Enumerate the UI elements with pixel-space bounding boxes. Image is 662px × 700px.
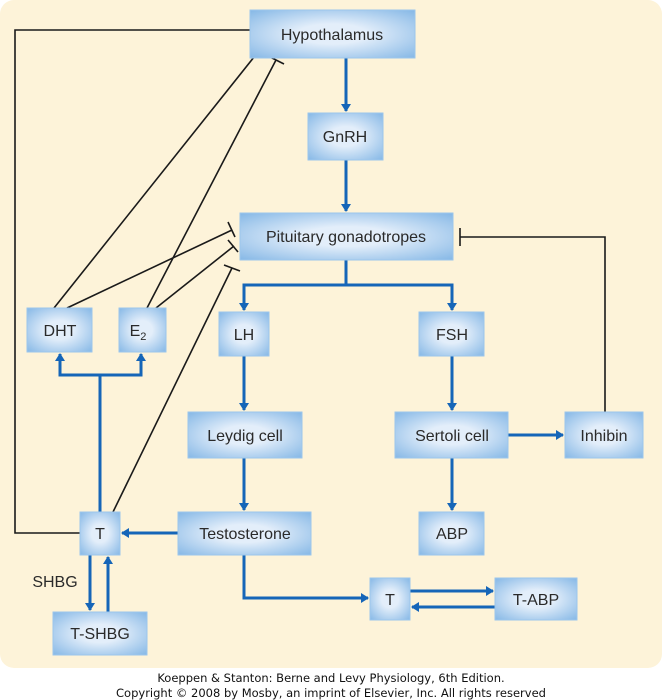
label-t-left: T [95, 526, 105, 543]
node-fsh [418, 311, 485, 357]
footer-line-1: Koeppen & Stanton: Berne and Levy Physio… [157, 671, 505, 685]
inhibit-t-pituitary [112, 267, 233, 513]
label-fsh: FSH [436, 327, 468, 344]
node-inhibin [564, 411, 644, 459]
node-lh [218, 311, 270, 357]
inhibit-t-hypothalamus [14, 29, 258, 534]
node-dht [26, 307, 93, 353]
label-lh: LH [234, 327, 254, 344]
label-e2: E2 [130, 323, 147, 343]
label-hypothalamus: Hypothalamus [281, 27, 383, 44]
inhibit-inhibin-pituitary [460, 236, 606, 412]
node-hypothalamus [249, 9, 416, 59]
label-dht: DHT [44, 323, 77, 340]
node-t-bottom [369, 577, 411, 621]
label-leydig: Leydig cell [207, 428, 283, 445]
label-t-bottom: T [385, 592, 395, 609]
inhibit-dht-hypothalamus [53, 46, 263, 309]
label-inhibin: Inhibin [580, 428, 627, 445]
label-t-shbg: T-SHBG [70, 626, 130, 643]
node-abp [418, 511, 485, 556]
inhibit-e2-pituitary [155, 245, 235, 309]
node-t-left [79, 511, 121, 556]
label-sertoli: Sertoli cell [415, 428, 489, 445]
node-leydig [187, 411, 303, 459]
node-t-shbg [52, 611, 148, 656]
node-sertoli [394, 411, 509, 459]
label-shbg: SHBG [32, 574, 77, 591]
label-t-abp: T-ABP [513, 592, 559, 609]
inhibit-e2-hypothalamus [146, 59, 277, 309]
node-gnrh [307, 112, 384, 161]
stimulatory-arrows [55, 58, 564, 612]
label-pituitary: Pituitary gonadotropes [266, 229, 426, 246]
node-pituitary [239, 212, 454, 261]
label-gnrh: GnRH [323, 129, 367, 146]
background-panel [0, 0, 662, 668]
node-testosterone [177, 511, 312, 556]
label-abp: ABP [436, 526, 468, 543]
footer-line-2: Copyright © 2008 by Mosby, an imprint of… [116, 686, 546, 700]
inhibit-dht-pituitary [66, 229, 233, 309]
node-t-abp [494, 577, 578, 621]
label-testosterone: Testosterone [199, 526, 291, 543]
node-e2 [118, 307, 167, 353]
